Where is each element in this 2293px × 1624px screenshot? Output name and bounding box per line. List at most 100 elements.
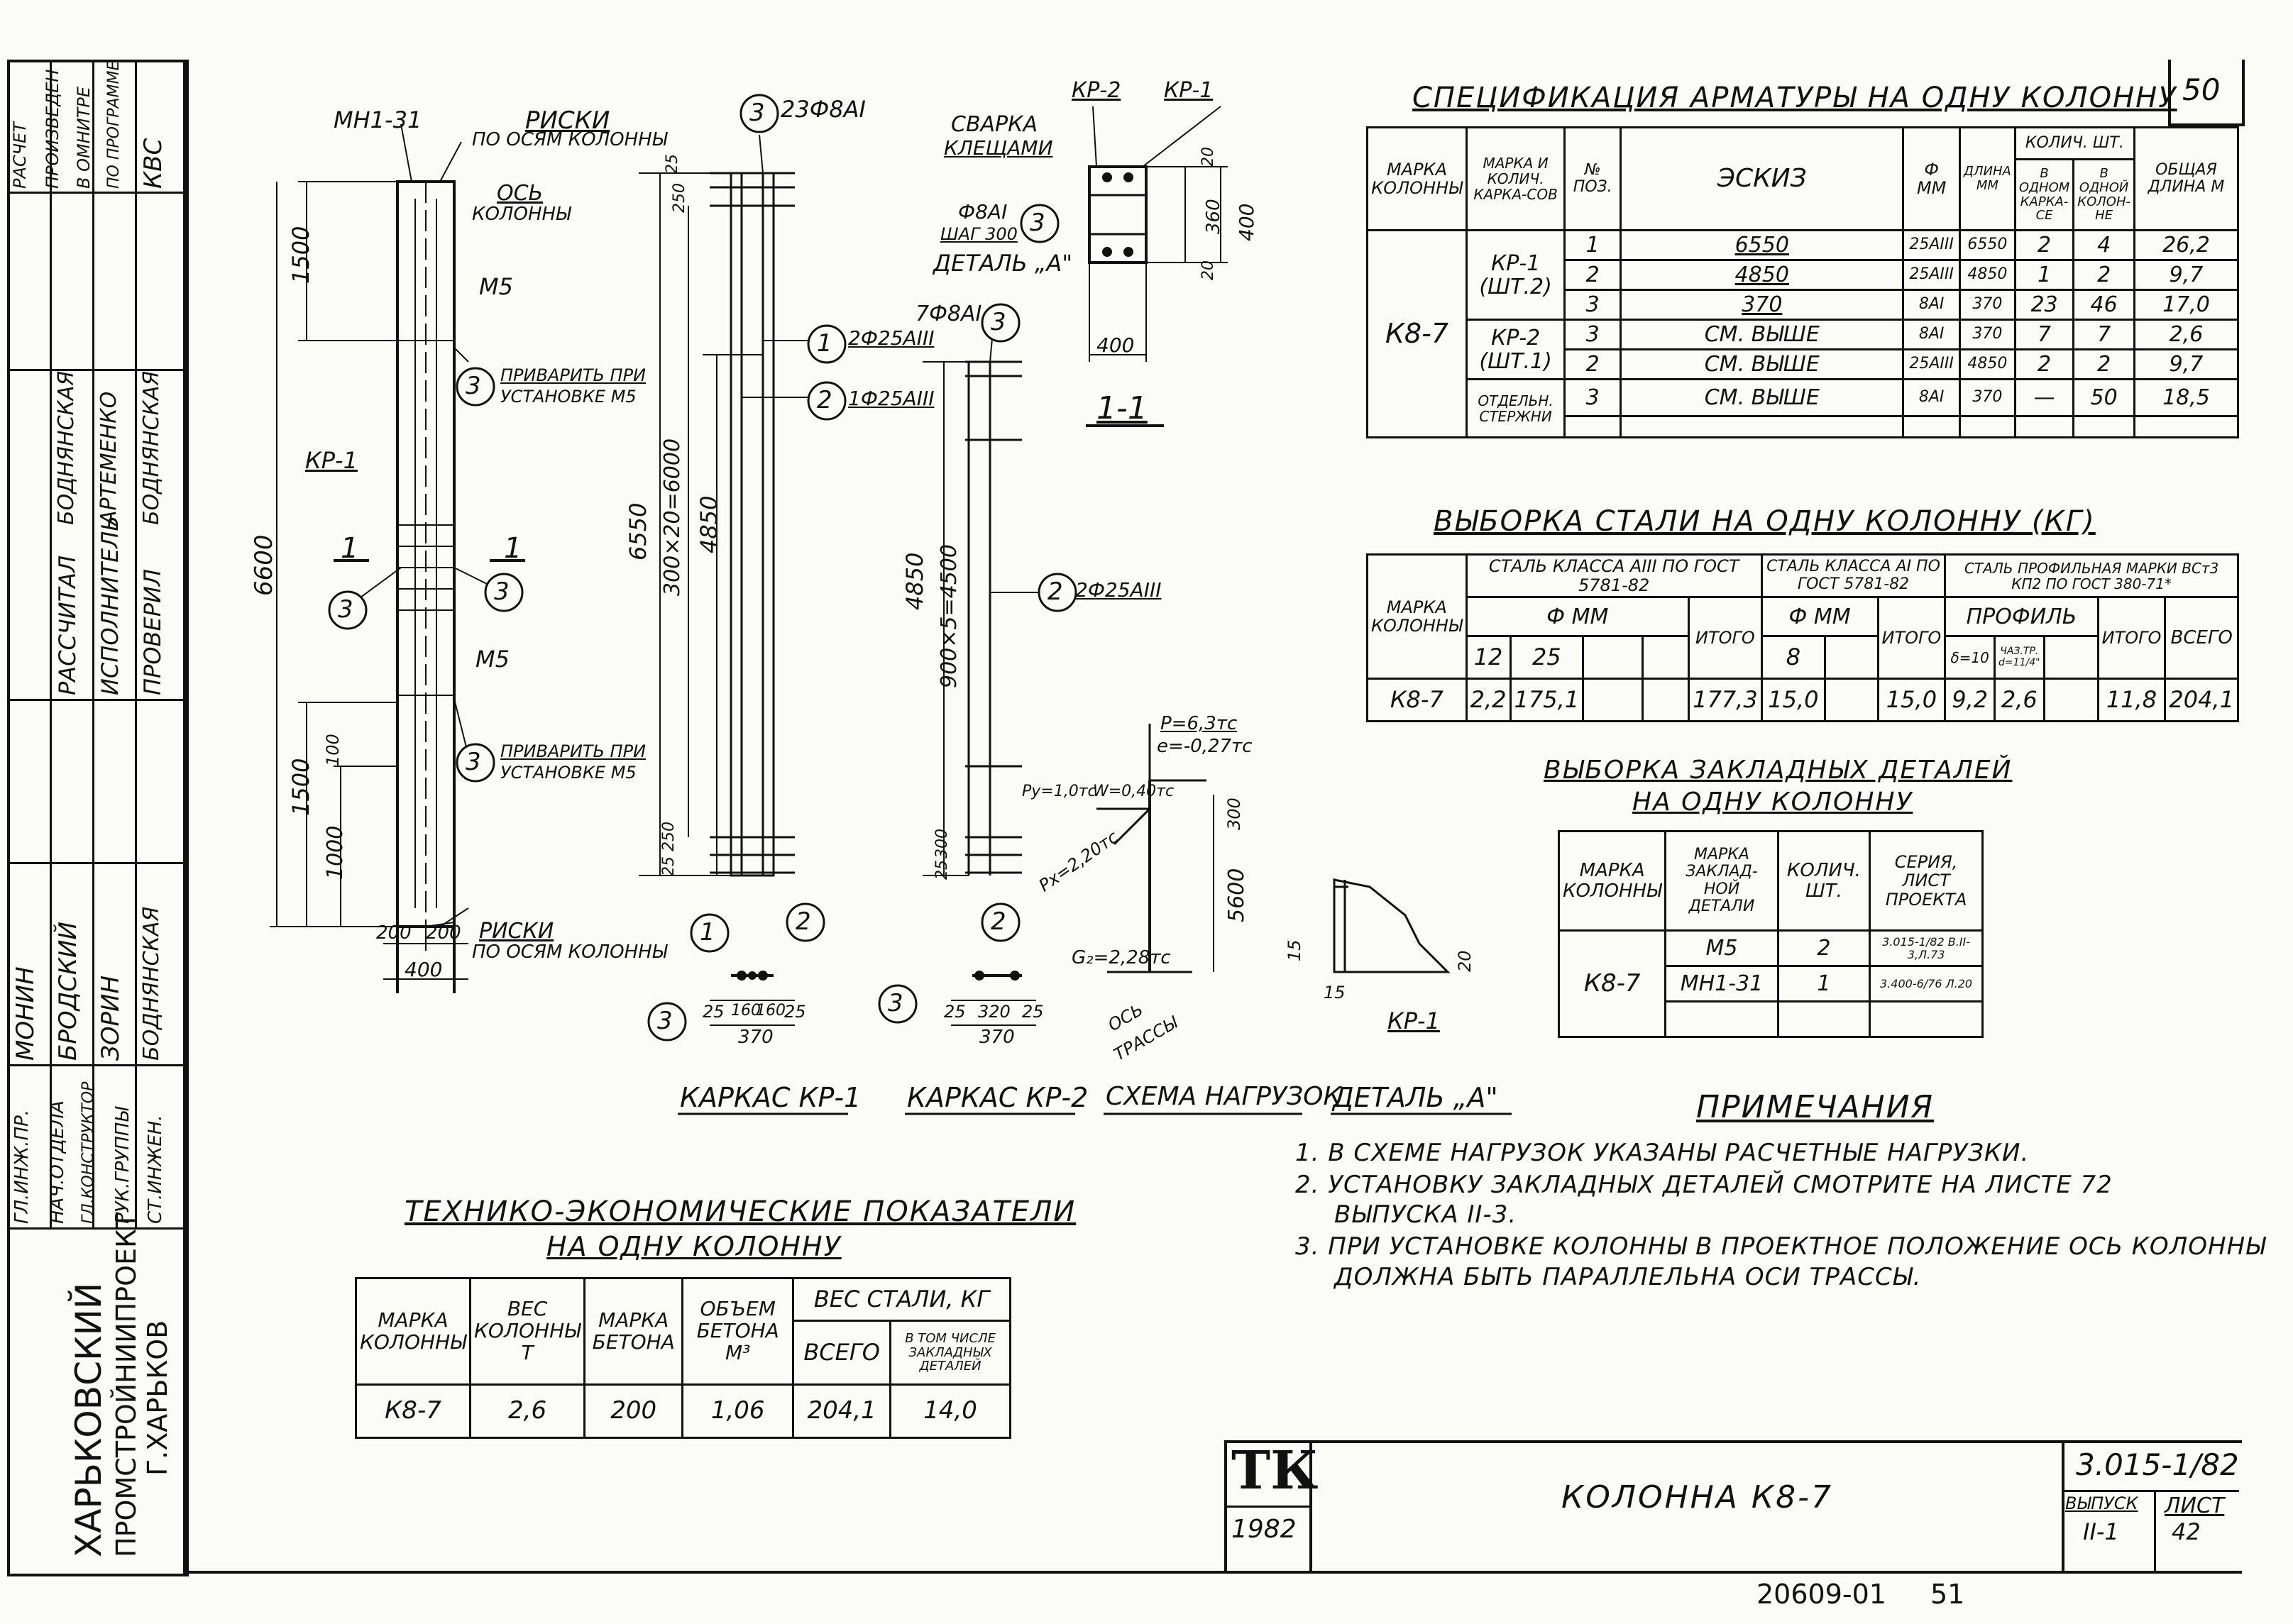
spec-cell: 8АI <box>1902 289 1961 321</box>
spec-cell: 2 <box>2013 348 2075 380</box>
pos-3: 3 <box>338 595 353 624</box>
steel-h-d12: 12 <box>1465 635 1512 680</box>
tech-h-embedded: В ТОМ ЧИСЛЕ ЗАКЛАДНЫХ ДЕТАЛЕЙ <box>889 1320 1011 1386</box>
spec-cell: 2 <box>2013 229 2075 261</box>
steel-table: МАРКА КОЛОННЫ СТАЛЬ КЛАССА АIII ПО ГОСТ … <box>1366 553 2239 722</box>
detail-kr1: КР-1 <box>1387 1007 1440 1034</box>
spec-h-phi: Ф ММ <box>1902 126 1961 231</box>
steel-h-itogo-3: ИТОГО <box>2096 596 2167 680</box>
dim-5600: 5600 <box>1224 868 1249 922</box>
spec-h-pos: № ПОЗ. <box>1563 126 1622 231</box>
steel-cell: 9,2 <box>1944 678 1996 722</box>
spec-h-total: ОБЩАЯ ДЛИНА М <box>2133 126 2240 231</box>
spec-group-separate: ОТДЕЛЬН. СТЕРЖНИ <box>1465 378 1566 438</box>
label-weld-2b: УСТАНОВКЕ М5 <box>500 763 637 783</box>
embed-cell: 2 <box>1776 929 1871 967</box>
spec-cell: 7 <box>2013 319 2075 350</box>
title-block-line <box>1309 1440 1312 1571</box>
spec-h-in-col: В ОДНОЙ КОЛОН-НЕ <box>2072 158 2135 231</box>
caption-loads: СХЕМА НАГРУЗОК <box>1106 1082 1342 1111</box>
label-2f25: 2Ф25АIII <box>848 326 935 350</box>
spec-cell: 6550 <box>1620 229 1905 261</box>
tech-cell: 1,06 <box>681 1383 795 1439</box>
dim-300-kr2: 300 <box>933 829 951 858</box>
series-code: 3.015-1/82 <box>2076 1447 2239 1482</box>
pos-3: 3 <box>749 99 765 127</box>
caption-cage-kr1: КАРКАС КР-1 <box>680 1082 862 1113</box>
spec-h-len: ДЛИНА ММ <box>1958 126 2016 231</box>
steel-empty <box>1824 635 1879 680</box>
dim-300x20: 300×20=6000 <box>660 438 685 596</box>
pos-3: 3 <box>466 372 481 400</box>
steel-cell: 204,1 <box>2164 678 2239 722</box>
spec-cell: 2 <box>1563 259 1622 291</box>
dim-1000: 1000 <box>323 825 348 880</box>
tk-logo: ТК <box>1231 1440 1319 1501</box>
steel-h-d25: 25 <box>1509 635 1585 680</box>
spec-empty <box>2072 415 2135 438</box>
spec-cell: 2 <box>1563 348 1622 380</box>
steel-empty <box>1824 678 1879 722</box>
dim-360: 360 <box>1203 199 1224 234</box>
dim-6600: 6600 <box>250 534 278 596</box>
detail-20: 20 <box>1455 950 1475 972</box>
note-2-cont: ВЫПУСКА II-3. <box>1334 1200 1517 1229</box>
load-py: Ру=1,0тс <box>1022 783 1096 800</box>
embed-cell: 3.400-6/76 Л.20 <box>1869 965 1984 1002</box>
label-mn131: МН1-31 <box>334 106 422 133</box>
steel-h-a3: СТАЛЬ КЛАССА АIII ПО ГОСТ 5781-82 <box>1465 553 1763 598</box>
spec-cell: 25АIII <box>1902 348 1961 380</box>
load-w: W=0,40тс <box>1093 783 1175 800</box>
steel-h-phi: Ф ММ <box>1465 596 1690 637</box>
tech-cell: 200 <box>583 1383 684 1439</box>
embed-table-title: ВЫБОРКА ЗАКЛАДНЫХ ДЕТАЛЕЙ <box>1544 756 2013 785</box>
label-2f25-kr2: 2Ф25АIII <box>1075 578 1162 602</box>
embed-table-title-2: НА ОДНУ КОЛОННУ <box>1632 788 1913 817</box>
steel-empty <box>1582 635 1644 680</box>
tech-cell: 204,1 <box>792 1383 892 1439</box>
dim-400: 400 <box>405 958 443 981</box>
spec-cell: 25АIII <box>1902 259 1961 291</box>
label-os-2: КОЛОННЫ <box>472 204 571 225</box>
stamp-line <box>7 1227 183 1230</box>
dim-250-bottom: 250 <box>660 822 678 851</box>
load-g: G₂=2,28тс <box>1072 947 1171 968</box>
spec-cell: 4850 <box>1958 259 2016 291</box>
drawing-name: КОЛОННА К8-7 <box>1561 1479 1833 1515</box>
title-block-line <box>2062 1490 2239 1492</box>
pos-3: 3 <box>888 989 903 1017</box>
dim-25-top: 25 <box>664 154 681 174</box>
spec-table: МАРКА КОЛОННЫ МАРКА И КОЛИЧ. КАРКА-СОВ №… <box>1366 126 2240 438</box>
spec-cell: 370 <box>1620 289 1905 321</box>
label-kr1-sec: КР-1 <box>1164 78 1214 103</box>
spec-cell: 9,7 <box>2133 348 2240 380</box>
label-detail-a: ДЕТАЛЬ „А" <box>933 250 1073 277</box>
spec-cell: СМ. ВЫШЕ <box>1620 348 1905 380</box>
embed-empty <box>1664 1000 1779 1038</box>
pos-3: 3 <box>657 1007 673 1035</box>
spec-h-sketch: ЭСКИЗ <box>1620 126 1905 231</box>
load-p: Р=6,3тс <box>1160 713 1238 734</box>
label-sec-1: 1 <box>341 532 359 565</box>
title-year: 1982 <box>1231 1515 1297 1544</box>
footer-page: 51 <box>1930 1579 1965 1610</box>
note-3-cont: ДОЛЖНА БЫТЬ ПАРАЛЛЕЛЬНА ОСИ ТРАССЫ. <box>1334 1263 1922 1291</box>
issue-value: II-1 <box>2083 1518 2119 1545</box>
steel-cell: 2,2 <box>1465 678 1512 722</box>
label-weld: СВАРКА <box>951 112 1038 137</box>
spec-mark: К8-7 <box>1366 229 1468 438</box>
pos-2: 2 <box>991 907 1006 936</box>
spec-cell: 370 <box>1958 378 2016 417</box>
spec-empty <box>1958 415 2016 438</box>
label-weld-2: ПРИВАРИТЬ ПРИ <box>500 741 647 761</box>
label-kr1: КР-1 <box>305 447 358 474</box>
steel-cell: 177,3 <box>1688 678 1763 722</box>
steel-table-title: ВЫБОРКА СТАЛИ НА ОДНУ КОЛОННУ (КГ) <box>1434 505 2096 538</box>
steel-empty <box>2042 678 2099 722</box>
stamp-line <box>7 699 183 701</box>
embed-empty <box>1776 1000 1871 1038</box>
label-7f8: 7Ф8АI <box>915 302 982 326</box>
spec-empty <box>2133 415 2240 438</box>
notes-title: ПРИМЕЧАНИЯ <box>1696 1089 1935 1125</box>
steel-empty <box>1582 678 1644 722</box>
